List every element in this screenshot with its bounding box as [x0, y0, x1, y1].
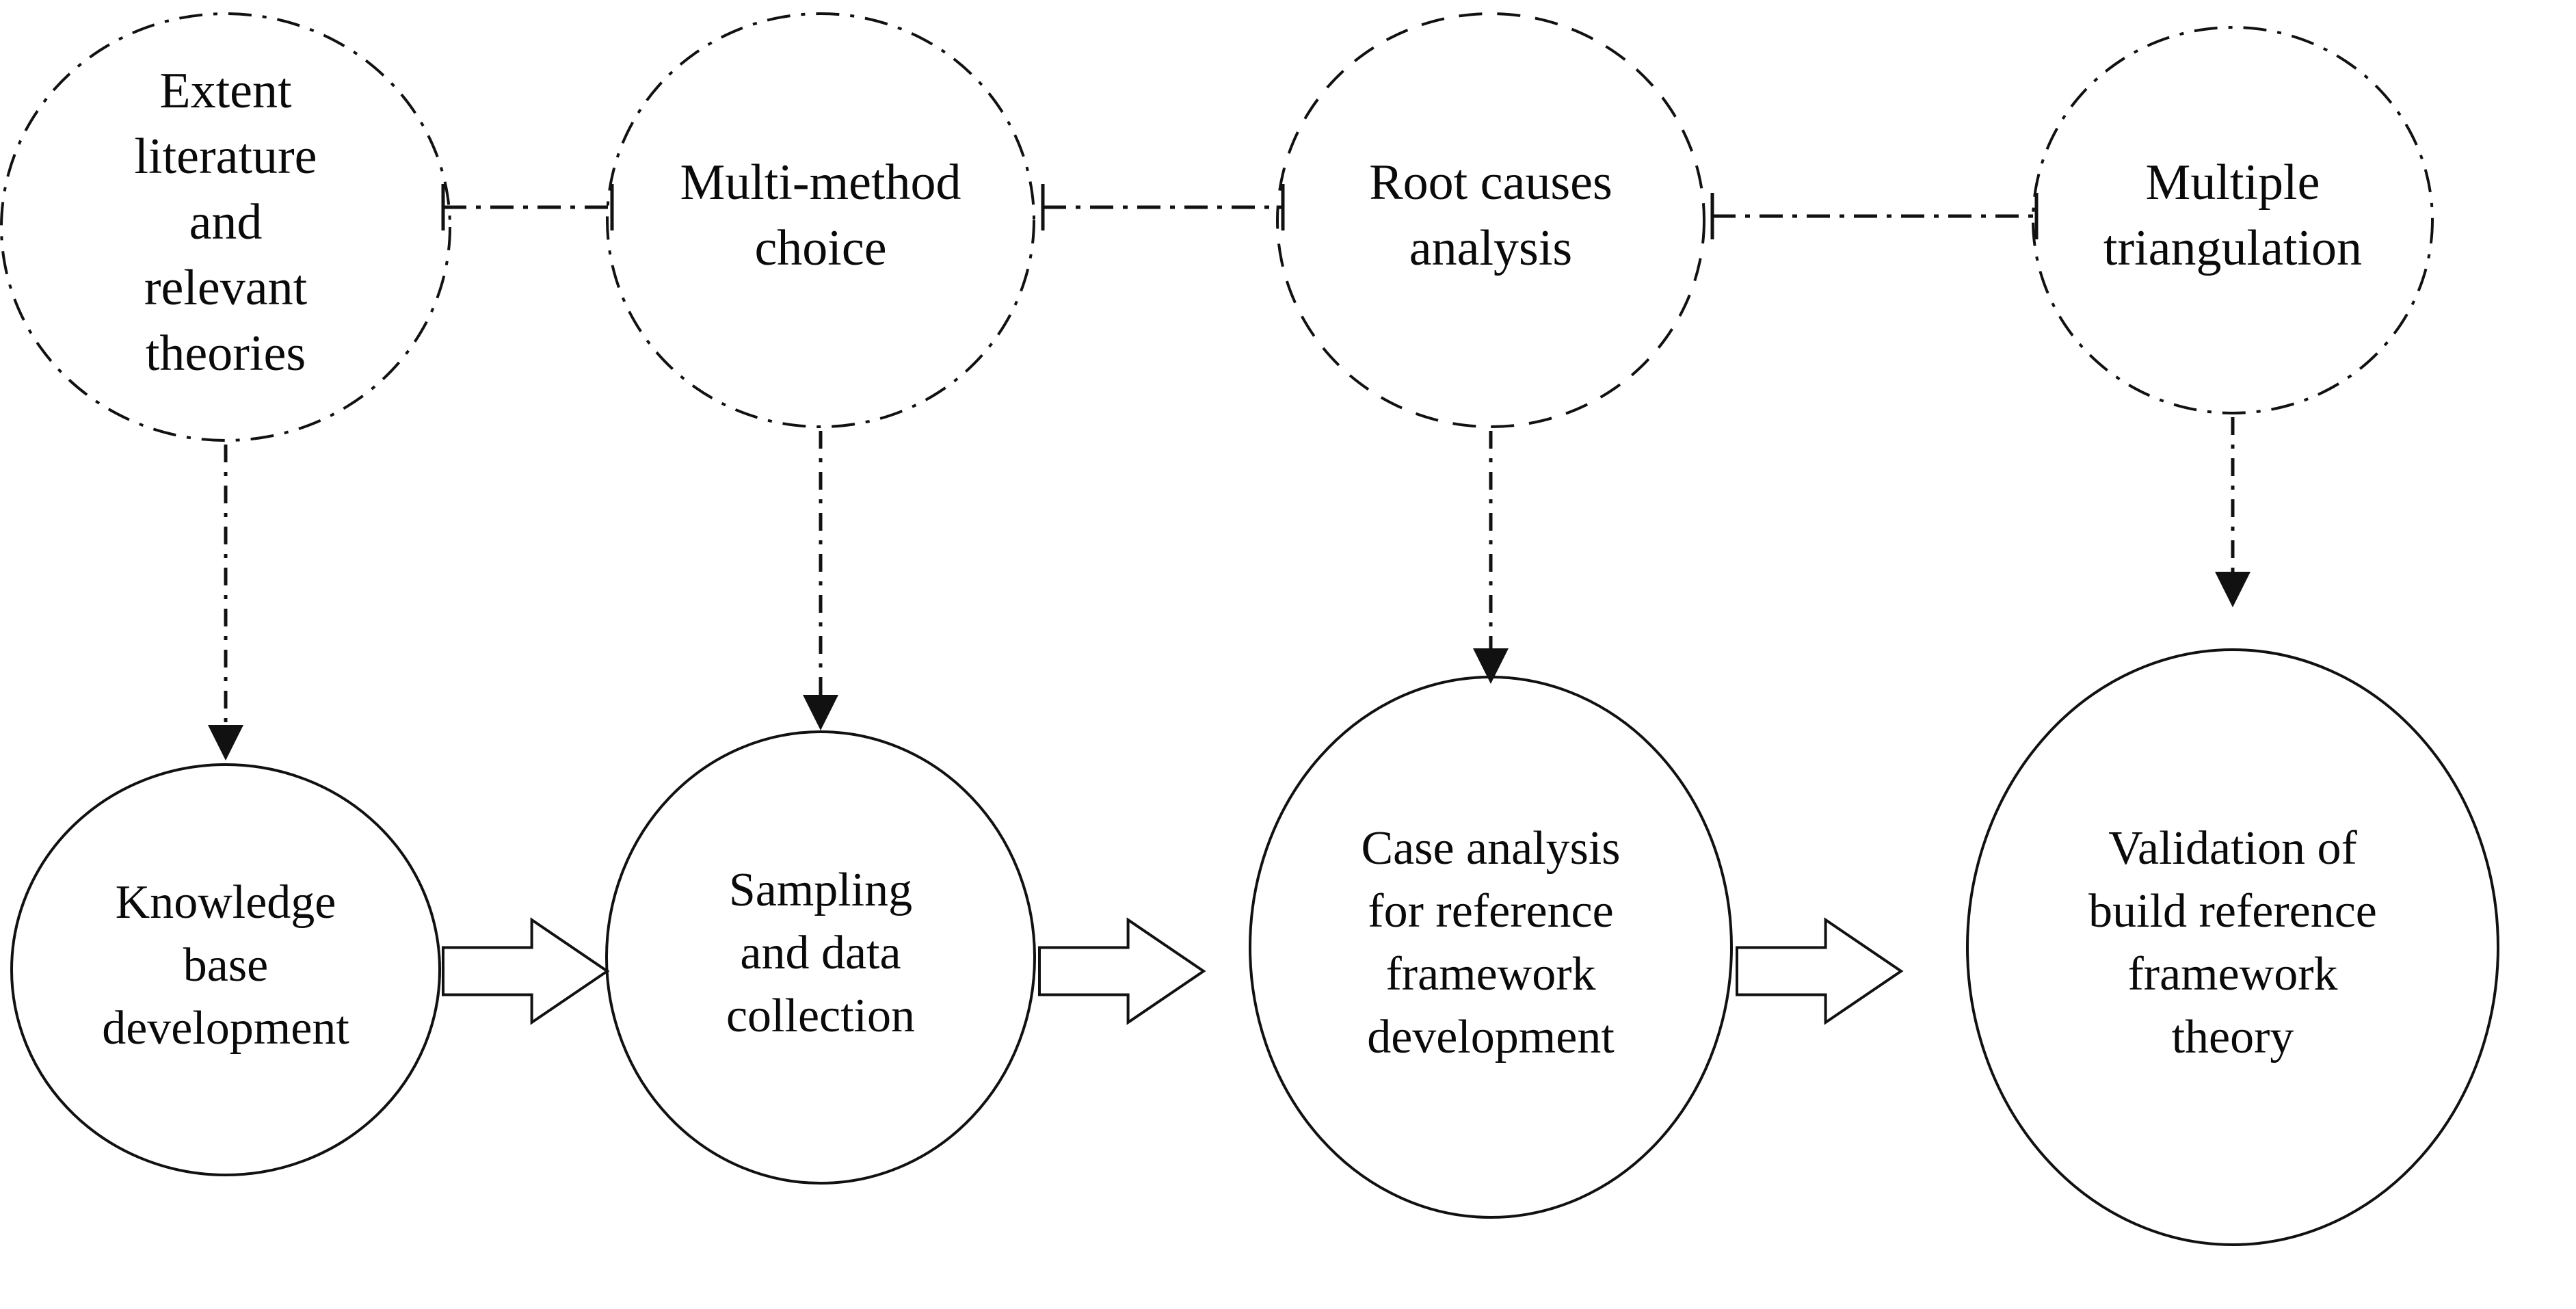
node-label-validation-build-reference-framework-theory: Validation of [2108, 822, 2357, 875]
block-arrow-group [442, 917, 1904, 1025]
block-arrow-knowledge-to-sampling [442, 917, 610, 1025]
node-sampling-and-data-collection[interactable]: Sampling and data collection [605, 730, 1036, 1185]
arrow-multimethod-to-sampling-arrowhead [803, 695, 838, 730]
node-multiple-triangulation[interactable]: Multiple triangulation [2032, 26, 2434, 414]
node-label-multi-method-choice: Multi-method [680, 155, 961, 211]
node-label-validation-build-reference-framework-theory: theory [2172, 1011, 2294, 1063]
node-label-knowledge-base-development: Knowledge [116, 876, 336, 929]
block-arrow-caseanalysis-to-validation [1736, 917, 1904, 1025]
node-label-multi-method-choice: choice [754, 220, 886, 276]
node-label-knowledge-base-development: base [183, 939, 268, 992]
node-label-multiple-triangulation: Multiple [2146, 155, 2320, 211]
node-outline-knowledge-base-development [10, 763, 441, 1176]
node-label-sampling-and-data-collection: collection [726, 990, 915, 1042]
node-knowledge-base-development[interactable]: Knowledge base development [10, 763, 441, 1176]
node-label-extent-literature: relevant [144, 260, 308, 316]
node-extent-literature[interactable]: Extent literature and relevant theories [0, 12, 451, 442]
node-label-extent-literature: Extent [159, 63, 292, 119]
node-validation-build-reference-framework-theory[interactable]: Validation of build reference framework the… [1966, 648, 2499, 1246]
node-outline-multi-method-choice [606, 12, 1035, 428]
arrow-rootcauses-to-caseanalysis-arrowhead [1473, 648, 1509, 684]
node-outline-root-causes-analysis [1276, 12, 1705, 428]
node-label-root-causes-analysis: Root causes [1369, 155, 1612, 211]
node-label-case-analysis-reference-framework: Case analysis [1361, 822, 1620, 875]
node-label-case-analysis-reference-framework: development [1367, 1011, 1615, 1063]
node-label-validation-build-reference-framework-theory: framework [2127, 948, 2337, 1001]
node-case-analysis-reference-framework[interactable]: Case analysis for reference framework devel… [1249, 676, 1733, 1219]
node-label-knowledge-base-development: development [102, 1002, 349, 1055]
node-root-causes-analysis[interactable]: Root causes analysis [1276, 12, 1705, 428]
arrow-extent-to-knowledge-arrowhead [208, 725, 243, 761]
node-label-sampling-and-data-collection: Sampling [729, 864, 912, 916]
block-arrow-sampling-to-caseanalysis [1038, 917, 1206, 1025]
vertical-arrow-group [208, 417, 2250, 761]
node-label-extent-literature: theories [146, 326, 306, 382]
node-outline-case-analysis-reference-framework [1249, 676, 1733, 1219]
node-label-sampling-and-data-collection: and data [740, 927, 901, 979]
node-outline-multiple-triangulation [2032, 26, 2434, 414]
top-connector-group [441, 184, 2039, 239]
node-label-case-analysis-reference-framework: framework [1385, 948, 1595, 1001]
node-label-case-analysis-reference-framework: for reference [1368, 885, 1613, 938]
node-label-extent-literature: literature [134, 129, 317, 185]
node-multi-method-choice[interactable]: Multi-method choice [606, 12, 1035, 428]
arrow-triangulation-to-validation-arrowhead [2215, 572, 2250, 607]
node-label-multiple-triangulation: triangulation [2103, 220, 2362, 276]
node-outline-validation-build-reference-framework-theory [1966, 648, 2499, 1246]
node-outline-sampling-and-data-collection [605, 730, 1036, 1185]
node-label-extent-literature: and [189, 194, 263, 250]
node-label-root-causes-analysis: analysis [1409, 220, 1572, 276]
top-node-group: Extent literature and relevant theories Multi… [0, 12, 2434, 442]
bottom-node-group: Knowledge base development Sampling and data… [10, 648, 2499, 1246]
node-label-validation-build-reference-framework-theory: build reference [2088, 885, 2377, 938]
node-outline-extent-literature [0, 12, 451, 442]
